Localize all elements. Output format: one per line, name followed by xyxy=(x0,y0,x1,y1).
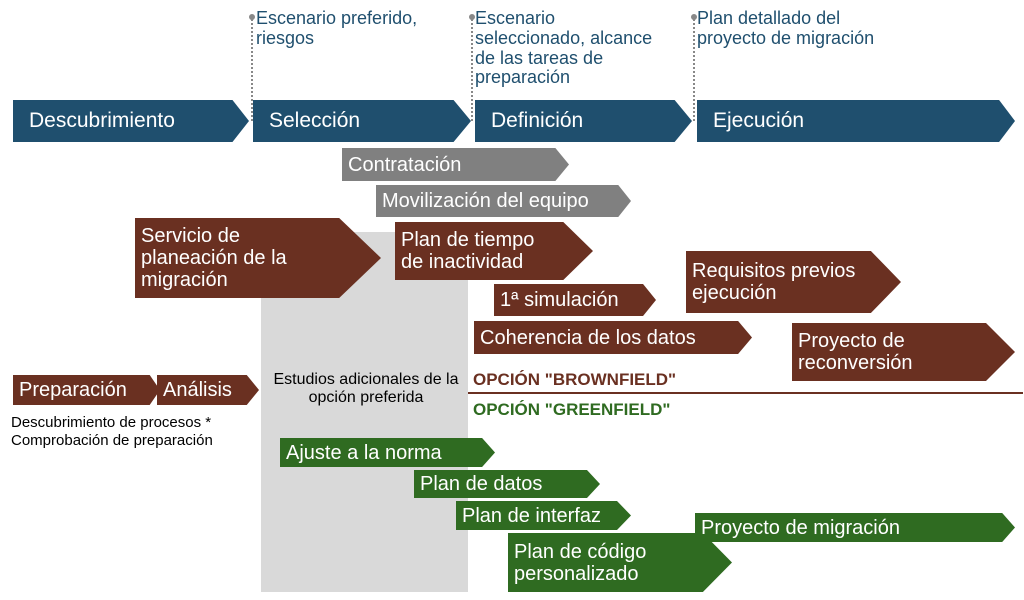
task-plan-tiempo: Plan de tiempo de inactividad xyxy=(395,222,593,280)
option-divider xyxy=(468,392,1023,394)
phase-definicion: Definición xyxy=(475,100,692,142)
task-analisis: Análisis xyxy=(157,375,259,405)
task-simulacion: 1ª simulación xyxy=(494,284,656,316)
task-plan-interfaz: Plan de interfaz xyxy=(456,501,631,530)
phase-descubrimiento: Descubrimiento xyxy=(13,100,249,142)
phase-seleccion: Selección xyxy=(253,100,471,142)
prep-note-1: Descubrimiento de procesos * xyxy=(11,414,212,431)
studies-label: Estudios adicionales de la opción prefer… xyxy=(273,371,459,407)
milestone-line xyxy=(471,16,473,121)
task-ajuste-norma: Ajuste a la norma xyxy=(280,438,495,467)
task-proyecto-migracion: Proyecto de migración xyxy=(695,513,1015,542)
task-movilizacion: Movilización del equipo xyxy=(376,185,631,217)
greenfield-label: OPCIÓN "GREENFIELD" xyxy=(473,400,671,419)
task-coherencia: Coherencia de los datos xyxy=(474,321,752,354)
milestone-2: Escenario seleccionado, alcance de las t… xyxy=(475,8,653,88)
milestone-1: Escenario preferido, riesgos xyxy=(256,8,418,48)
milestone-line xyxy=(251,16,253,121)
task-reconversion: Proyecto de reconversión xyxy=(792,323,1015,381)
task-plan-datos: Plan de datos xyxy=(414,470,600,498)
task-contratacion: Contratación xyxy=(342,148,569,181)
prep-note-2: Comprobación de preparación xyxy=(11,432,213,449)
milestone-dot xyxy=(691,14,697,20)
task-servicio-planeacion: Servicio de planeación de la migración xyxy=(135,218,381,298)
milestone-line xyxy=(693,16,695,121)
task-plan-codigo: Plan de código personalizado xyxy=(508,533,732,592)
milestone-dot xyxy=(249,14,255,20)
brownfield-label: OPCIÓN "BROWNFIELD" xyxy=(473,370,677,389)
task-requisitos: Requisitos previos ejecución xyxy=(686,251,901,313)
task-preparacion: Preparación xyxy=(13,375,160,405)
phase-ejecucion: Ejecución xyxy=(697,100,1015,142)
milestone-3: Plan detallado del proyecto de migración xyxy=(697,8,875,48)
milestone-dot xyxy=(469,14,475,20)
